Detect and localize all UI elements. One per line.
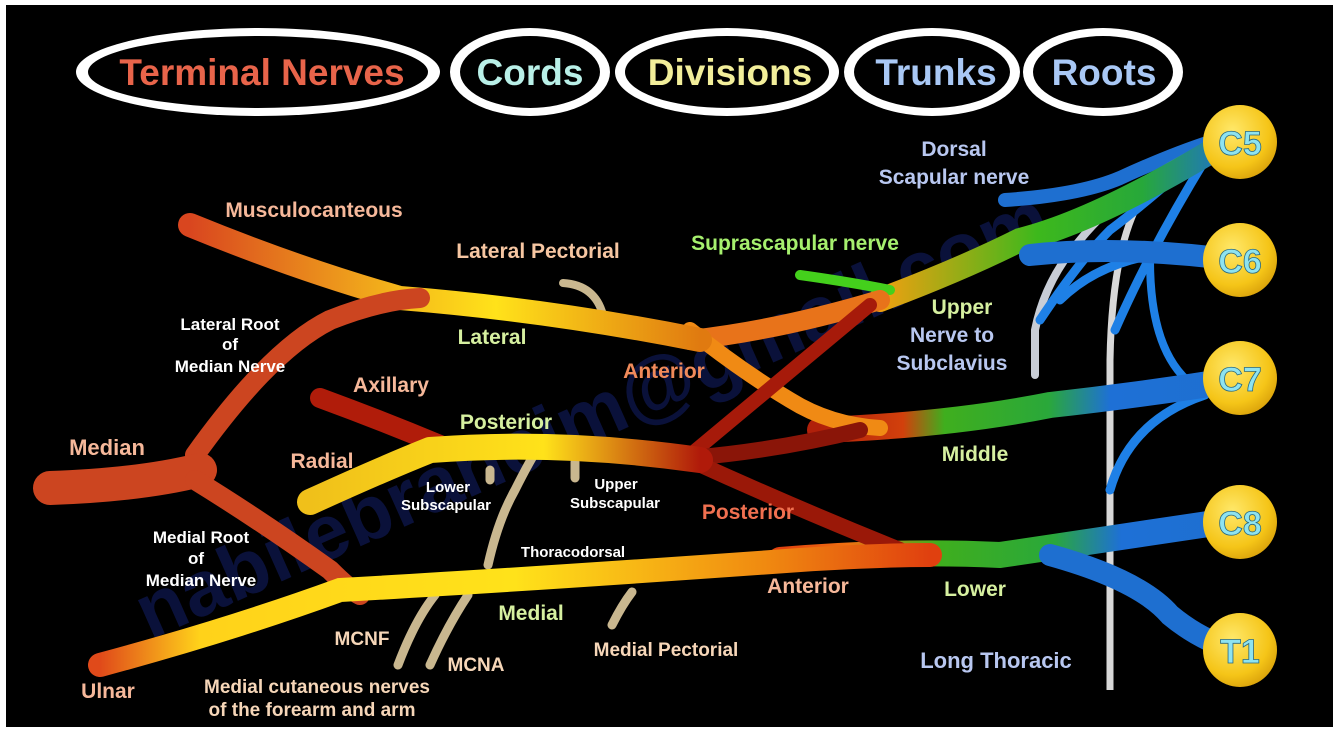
label-subclavius: Subclavius bbox=[897, 352, 1008, 375]
root-label-t1: T1 bbox=[1220, 633, 1260, 671]
label-medial-cutaneous-1: Medial cutaneous nerves bbox=[204, 677, 430, 698]
label-medial-root-of: of bbox=[188, 549, 204, 568]
root-label-c6: C6 bbox=[1218, 243, 1261, 281]
label-mcna: MCNA bbox=[448, 655, 505, 676]
header-oval-cords: Cords bbox=[450, 28, 610, 116]
label-axillary: Axillary bbox=[353, 374, 429, 397]
header-trunks: Trunks bbox=[875, 52, 996, 93]
label-lower-sub-2: Subscapular bbox=[401, 497, 491, 514]
label-anterior-lower: Anterior bbox=[767, 575, 849, 598]
label-posterior-cord: Posterior bbox=[460, 411, 552, 434]
root-t1: T1 bbox=[1203, 613, 1277, 687]
label-middle: Middle bbox=[942, 443, 1009, 466]
label-upper-sub-2: Subscapular bbox=[570, 495, 660, 512]
label-lower-sub-1: Lower bbox=[426, 479, 470, 496]
label-mcnf: MCNF bbox=[335, 629, 390, 650]
header-oval-trunks: Trunks bbox=[844, 28, 1020, 116]
label-posterior-division: Posterior bbox=[702, 501, 794, 524]
root-label-c8: C8 bbox=[1218, 505, 1261, 543]
root-label-c7: C7 bbox=[1218, 361, 1261, 399]
label-lower-trunk: Lower bbox=[944, 578, 1006, 601]
header-divisions: Divisions bbox=[648, 52, 813, 93]
label-nerve-to: Nerve to bbox=[910, 324, 994, 347]
root-c6: C6 bbox=[1203, 223, 1277, 297]
root-c5: C5 bbox=[1203, 105, 1277, 179]
label-thoracodorsal: Thoracodorsal bbox=[521, 544, 625, 561]
label-musculocanteous: Musculocanteous bbox=[225, 199, 402, 222]
label-long-thoracic: Long Thoracic bbox=[920, 648, 1072, 673]
header-oval-divisions: Divisions bbox=[615, 28, 839, 116]
root-c7: C7 bbox=[1203, 341, 1277, 415]
label-upper-sub-1: Upper bbox=[594, 476, 638, 493]
label-lateral-pectorial: Lateral Pectorial bbox=[456, 240, 619, 263]
label-medial-pectorial: Medial Pectorial bbox=[594, 640, 739, 661]
header-oval-roots: Roots bbox=[1023, 28, 1183, 116]
root-c8: C8 bbox=[1203, 485, 1277, 559]
label-scapular-nerve: Scapular nerve bbox=[879, 166, 1030, 189]
header-terminal-nerves: Terminal Nerves bbox=[119, 52, 404, 93]
label-anterior-upper: Anterior bbox=[623, 360, 705, 383]
label-upper: Upper bbox=[932, 296, 993, 319]
label-ulnar: Ulnar bbox=[81, 680, 135, 703]
label-medial-root-median: Median Nerve bbox=[146, 571, 257, 590]
label-medial-cutaneous-2: of the forearm and arm bbox=[209, 700, 416, 721]
label-lateral-root-median: Median Nerve bbox=[175, 357, 286, 376]
label-median: Median bbox=[69, 435, 145, 460]
label-medial-cord: Medial bbox=[498, 602, 563, 625]
header-cords: Cords bbox=[477, 52, 584, 93]
header-roots: Roots bbox=[1052, 52, 1157, 93]
label-suprascapular: Suprascapular nerve bbox=[691, 232, 899, 255]
label-lateral-root: Lateral Root bbox=[180, 315, 280, 334]
median-nerve bbox=[50, 470, 200, 488]
label-lateral-cord: Lateral bbox=[458, 326, 527, 349]
label-medial-root: Medial Root bbox=[153, 528, 250, 547]
label-dorsal: Dorsal bbox=[921, 138, 986, 161]
header-oval-terminal-nerves: Terminal Nerves bbox=[76, 28, 440, 116]
label-radial: Radial bbox=[290, 450, 353, 473]
label-lateral-root-of: of bbox=[222, 335, 238, 354]
root-label-c5: C5 bbox=[1218, 125, 1261, 163]
